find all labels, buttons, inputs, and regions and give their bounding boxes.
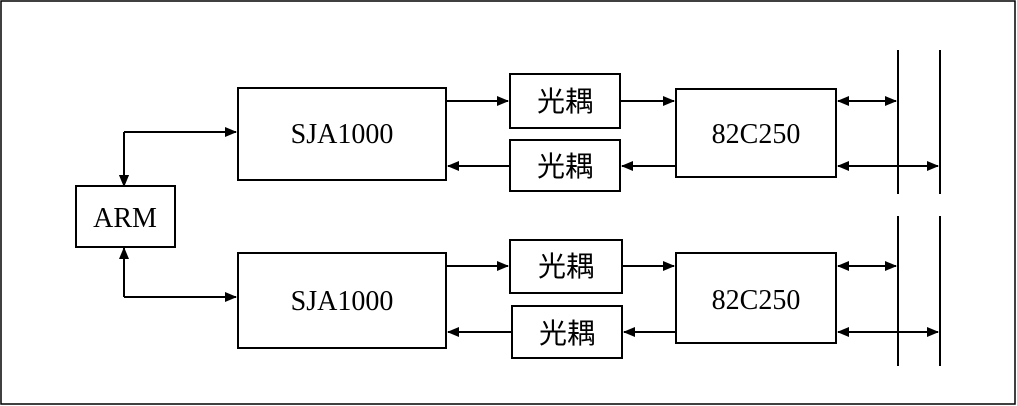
arm-to-sja1000-top-link: [119, 127, 237, 187]
sja1000-label-top: SJA1000: [291, 119, 394, 150]
optocoupler-rx-label-bottom: 光耦: [539, 318, 595, 350]
sja1000-label-bottom: SJA1000: [291, 286, 394, 317]
sja1000-block-bottom: SJA1000: [237, 252, 447, 349]
transceiver-label-top: 82C250: [712, 119, 801, 150]
sja1000-block-top: SJA1000: [237, 87, 447, 181]
optocoupler-rx-label-top: 光耦: [537, 151, 593, 183]
optocoupler-rx-block-top: 光耦: [509, 139, 621, 192]
arm-label: ARM: [93, 203, 157, 234]
optocoupler-rx-block-bottom: 光耦: [511, 305, 623, 359]
optocoupler-tx-label-top: 光耦: [537, 86, 593, 118]
optocoupler-tx-block-bottom: 光耦: [509, 239, 623, 294]
transceiver-block-top: 82C250: [675, 88, 837, 178]
signal-arrows-top: [446, 96, 939, 171]
signal-arrows-bottom: [446, 261, 939, 337]
arm-block: ARM: [75, 185, 176, 248]
can-bus-lines-top: [897, 50, 941, 194]
transceiver-block-bottom: 82C250: [675, 252, 837, 344]
transceiver-label-bottom: 82C250: [712, 285, 801, 316]
arm-to-sja1000-bottom-link: [119, 247, 237, 302]
optocoupler-tx-label-bottom: 光耦: [538, 251, 594, 283]
optocoupler-tx-block-top: 光耦: [509, 73, 621, 129]
can-bus-lines-bottom: [897, 216, 941, 366]
